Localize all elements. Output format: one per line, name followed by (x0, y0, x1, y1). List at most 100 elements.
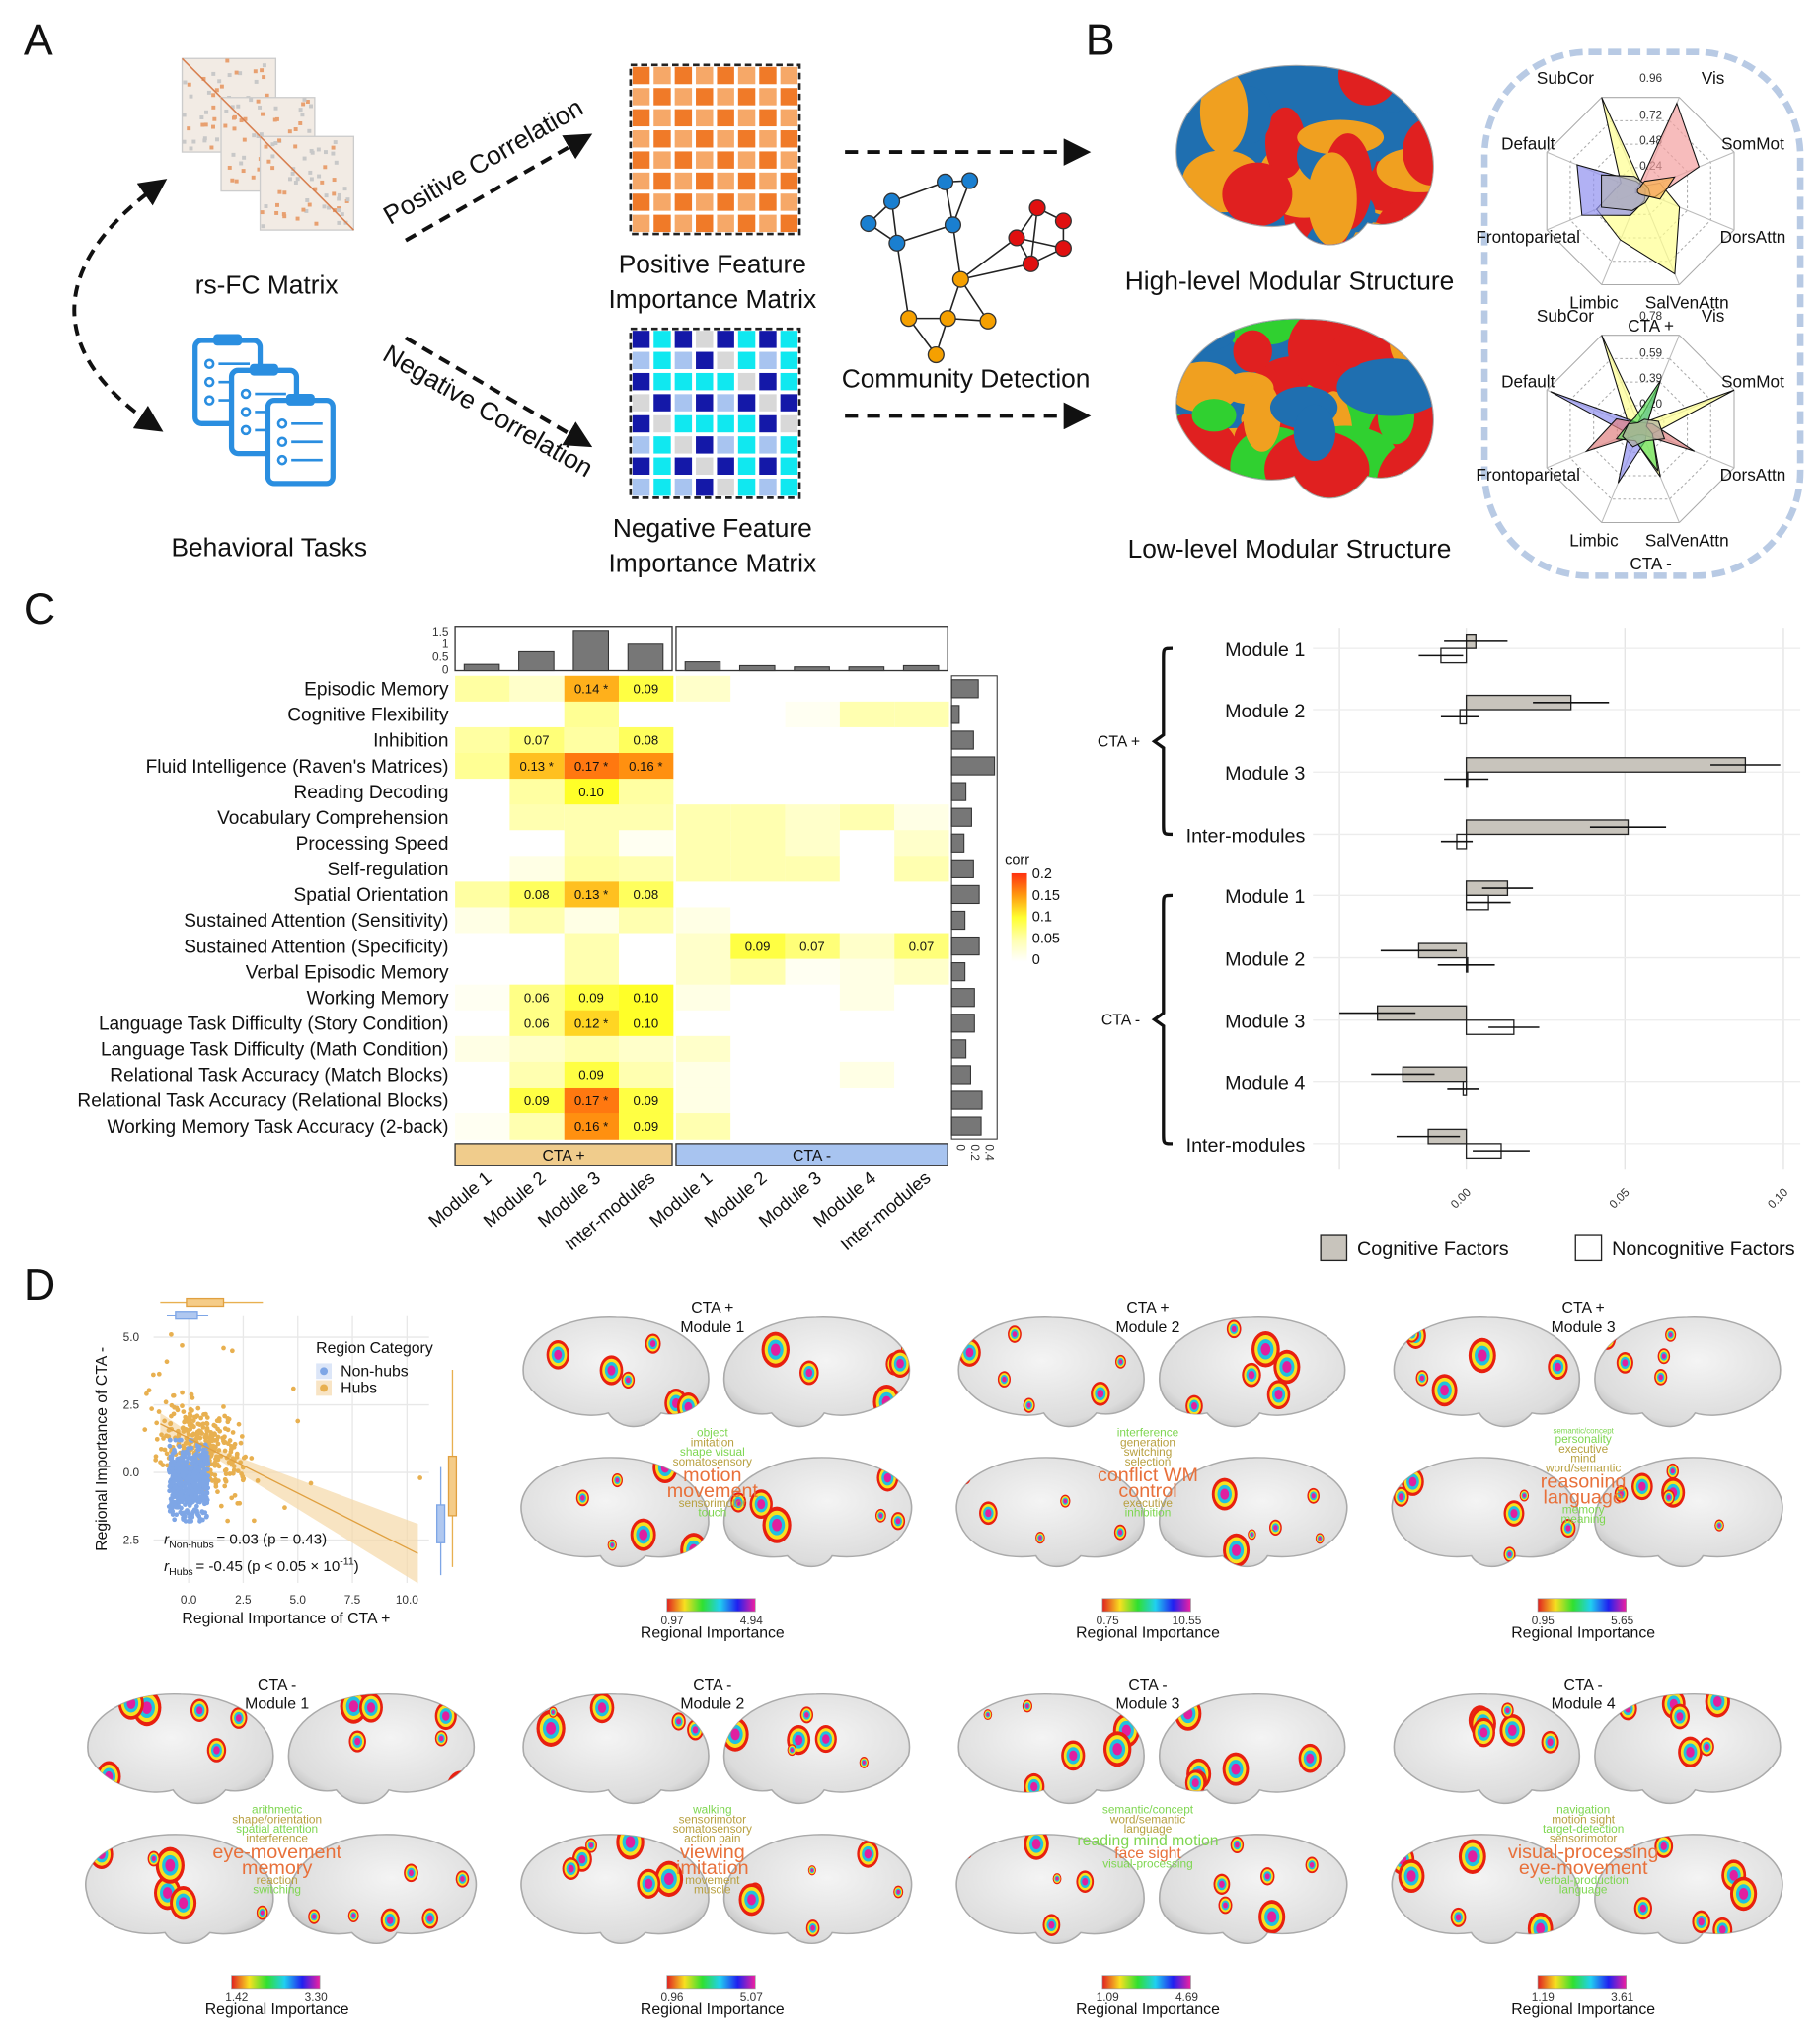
matrix-cell (717, 372, 734, 391)
non-hub-point (184, 1498, 190, 1504)
non-hub-point (202, 1458, 208, 1464)
non-hub-point (175, 1468, 181, 1474)
matrix-cell (759, 130, 777, 148)
heatmap-cell-value: 0.08 (634, 733, 659, 748)
x-tick-label: 2.5 (235, 1593, 252, 1607)
negative-matrix-label-1: Negative Feature (613, 513, 812, 543)
activation-blob (963, 1847, 972, 1859)
hub-point (239, 1434, 245, 1439)
hub-point (180, 1342, 185, 1348)
matrix-cell (632, 331, 650, 348)
heatmap-row-label: Verbal Episodic Memory (246, 962, 449, 983)
heatmap-cell-value: 0.09 (634, 682, 659, 697)
heatmap-cell (675, 753, 731, 780)
word-cloud-term: somatosensory (673, 1455, 752, 1468)
matrix-cell (632, 151, 650, 169)
matrix-cell (696, 214, 714, 233)
map-colorbar (1101, 1598, 1191, 1613)
medial-left-view (1391, 1834, 1580, 1945)
matrix-cell (674, 193, 693, 211)
matrix-cell (737, 193, 756, 211)
non-hub-point (204, 1462, 210, 1467)
y-axis-label: Regional Importance of CTA - (94, 1347, 111, 1551)
hub-point (251, 1518, 257, 1524)
hub-y-box (447, 1455, 458, 1517)
heatmap-cell (894, 1087, 949, 1114)
activation-blob (1729, 1869, 1738, 1881)
non-hub-point (172, 1517, 178, 1523)
matrix-cell (737, 414, 756, 433)
word-cloud-term: spatial attention (236, 1822, 318, 1836)
matrix-cell (780, 457, 798, 475)
non-hub-point (187, 1452, 191, 1457)
heatmap-cell (785, 701, 840, 728)
bar-group-label: CTA - (1101, 1012, 1140, 1028)
matrix-cell (780, 151, 798, 169)
hub-point (230, 1470, 236, 1476)
word-cloud-term: somatosensory (673, 1822, 752, 1836)
colorbar-max: 5.07 (740, 1991, 763, 2004)
negative-matrix-label-2: Importance Matrix (608, 548, 816, 577)
regression-line (160, 1423, 418, 1554)
hub-point (153, 1457, 159, 1463)
radar-series-5 (1622, 418, 1666, 448)
heatmap-cell (619, 675, 674, 703)
heatmap-row-label: Language Task Difficulty (Story Conditio… (99, 1015, 449, 1035)
heatmap-cell (455, 753, 510, 780)
heatmap-cell (675, 1061, 731, 1089)
non-hub-point (204, 1500, 210, 1506)
non-hub-point (174, 1504, 179, 1510)
matrix-cell (717, 66, 734, 85)
cognitive-bar (1465, 757, 1747, 773)
matrix-cell (737, 372, 756, 391)
activation-blob (1619, 1490, 1624, 1497)
activation-blob (864, 1848, 872, 1859)
word-cloud-term: semantic/concept (1102, 1803, 1194, 1817)
network-node (900, 310, 918, 328)
heatmap-cell (894, 933, 949, 960)
panel-a-pipeline: rs-FC Matrix Behavioral Tasks Positive C… (72, 57, 1092, 577)
matrix-cell (632, 351, 650, 369)
activation-blob (546, 1722, 557, 1735)
heatmap-cell (509, 1087, 565, 1114)
row-total-frame (950, 675, 998, 1140)
activation-blob (588, 1842, 594, 1848)
word-cloud-term: target-detection (1543, 1822, 1624, 1836)
heatmap-cell (785, 675, 840, 703)
heatmap-cell (894, 1035, 949, 1063)
activation-blob (1468, 1850, 1478, 1863)
brain-map-cta-plus-module-2: CTA +Module 2interferencegenerationswitc… (955, 1300, 1348, 1641)
low-level-brain-render (1175, 318, 1434, 499)
heatmap-cell (509, 753, 565, 780)
colorbar-max: 10.55 (1173, 1614, 1202, 1627)
matrix-cell (759, 478, 777, 496)
heatmap-row-label: Inhibition (373, 731, 448, 752)
word-cloud-term: walking (692, 1803, 732, 1817)
heatmap-cell (619, 701, 674, 728)
row-total-bar (950, 1039, 967, 1059)
word-cloud-term: face sight (1114, 1845, 1181, 1862)
hub-point (174, 1405, 180, 1411)
matrix-cell (696, 151, 714, 169)
hub-point (191, 1414, 197, 1420)
map-subtitle: Module 1 (680, 1319, 744, 1336)
matrix-cell (674, 172, 693, 190)
non-hub-point (196, 1485, 202, 1491)
column-total-bar (738, 664, 776, 672)
word-cloud-term: action pain (684, 1832, 740, 1845)
panel-letter-b: B (1086, 15, 1115, 64)
heatmap-cell (785, 753, 840, 780)
row-total-bar (950, 988, 975, 1008)
word-cloud-term: inhibition (1125, 1506, 1172, 1520)
activation-blob (551, 1710, 555, 1715)
matrix-cell (737, 88, 756, 106)
network-node (951, 270, 969, 288)
activation-blob (1660, 1842, 1667, 1850)
activation-blob (1030, 1781, 1038, 1792)
colorbar-title: Regional Importance (641, 2001, 785, 2018)
lateral-right-view (287, 1693, 476, 1805)
activation-blob (1069, 1750, 1078, 1762)
network-graph-icon (860, 172, 1072, 364)
hub-point (236, 1421, 242, 1427)
word-cloud-term: selection (1125, 1455, 1172, 1468)
